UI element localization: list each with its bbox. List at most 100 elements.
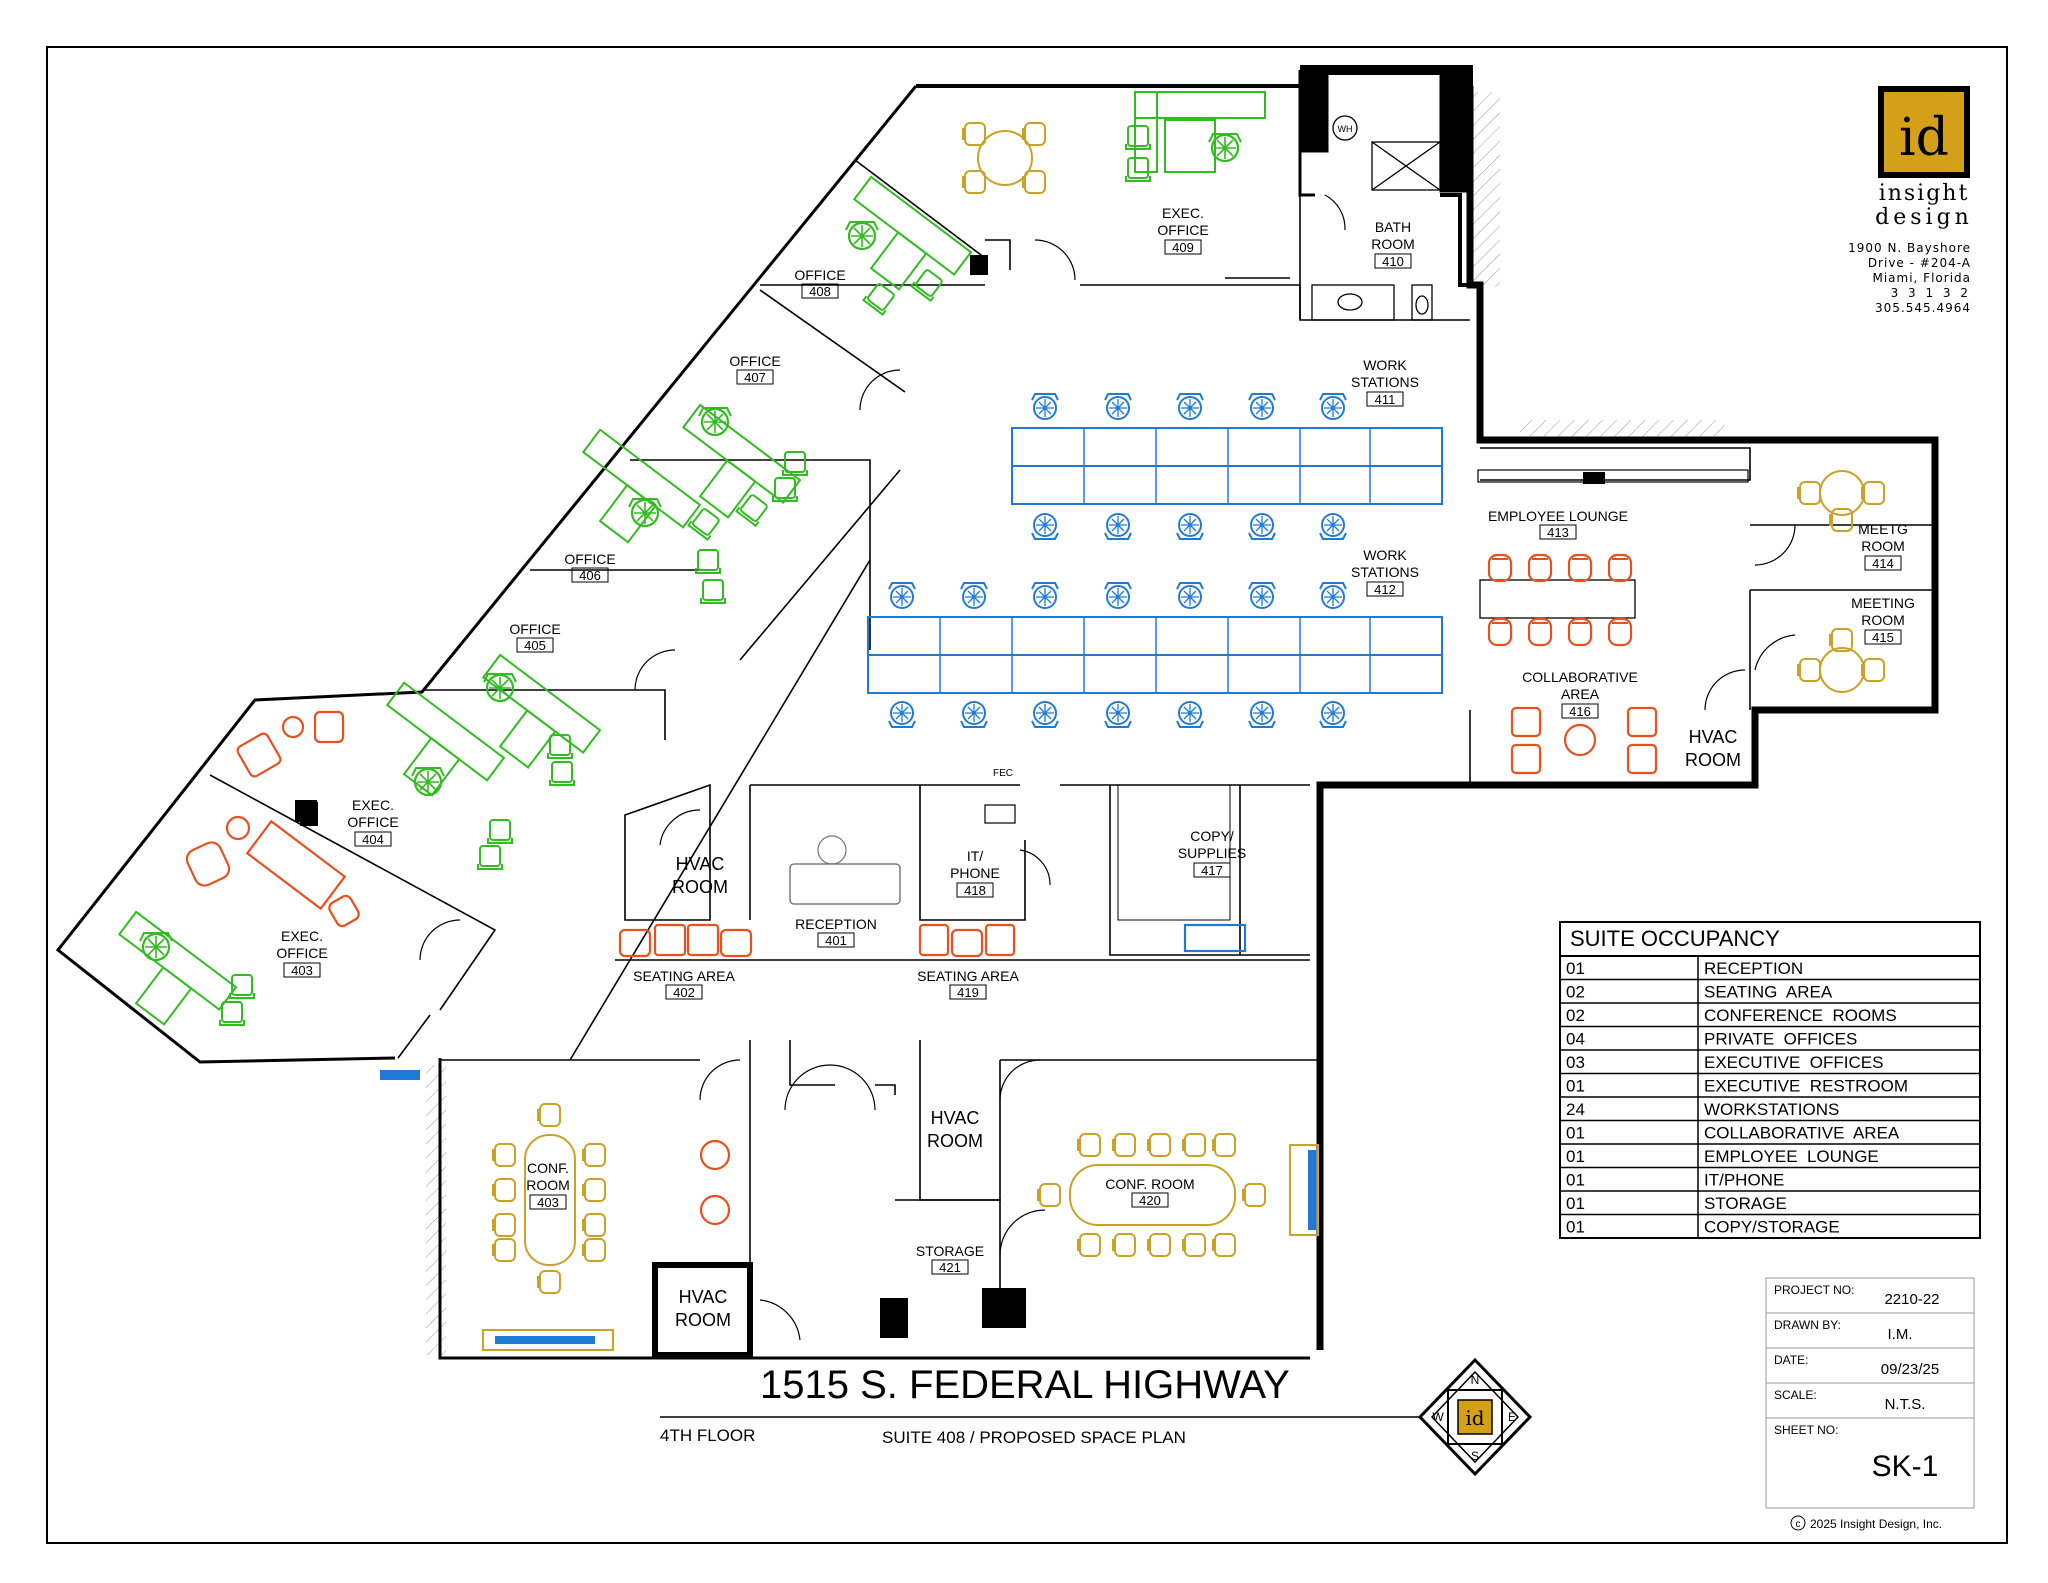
room-414-name2: ROOM (1861, 538, 1905, 554)
lounge-furniture (1477, 469, 1749, 775)
title-block: PROJECT NO: 2210-22 DRAWN BY: I.M. DATE:… (1765, 1277, 1975, 1531)
insight-design-logo: id insight design 1900 N. Bayshore Drive… (1848, 86, 1973, 315)
compass-mark: id (1465, 1406, 1484, 1430)
conf-403-furniture (482, 1103, 731, 1351)
column (880, 1298, 908, 1338)
room-416-num: 416 (1569, 704, 1591, 719)
room-406-num: 406 (579, 568, 601, 583)
meeting-room-furniture (1797, 470, 1885, 693)
occupancy-qty: 03 (1566, 1053, 1585, 1072)
room-403b-name1: CONF. (527, 1160, 569, 1176)
room-415-num: 415 (1872, 630, 1894, 645)
room-413-num: 413 (1547, 525, 1569, 540)
room-415-name2: ROOM (1861, 612, 1905, 628)
compass-w: W (1432, 1410, 1444, 1424)
occupancy-qty: 24 (1566, 1100, 1585, 1119)
address-line-5: 305.545.4964 (1875, 301, 1971, 315)
sheet-no-value: SK-1 (1872, 1450, 1939, 1483)
sheet-no-label: SHEET NO: (1774, 1423, 1838, 1437)
office-405-furniture (385, 653, 602, 797)
room-417-name2: SUPPLIES (1178, 845, 1246, 861)
interior-walls (209, 159, 1935, 1358)
address-line-4: 3 3 1 3 2 (1891, 286, 1971, 300)
logo-mark: id (1899, 108, 1949, 168)
column (970, 255, 988, 275)
room-419-name: SEATING AREA (917, 968, 1019, 984)
occupancy-desc: COLLABORATIVE AREA (1704, 1124, 1900, 1143)
occupancy-qty: 01 (1566, 1171, 1585, 1190)
room-411-num: 411 (1375, 392, 1396, 407)
drawn-by-value: I.M. (1888, 1326, 1913, 1343)
logo-line1: insight (1879, 181, 1970, 206)
compass-n: N (1471, 1373, 1480, 1387)
occupancy-desc: STORAGE (1704, 1194, 1787, 1213)
date-label: DATE: (1774, 1353, 1808, 1367)
compass-e: E (1508, 1410, 1516, 1424)
room-418-name1: IT/ (967, 848, 983, 864)
fec-label: FEC (993, 768, 1013, 779)
project-no-value: 2210-22 (1884, 1291, 1939, 1308)
occupancy-qty: 01 (1566, 1147, 1585, 1166)
room-417-name1: COPY/ (1190, 828, 1234, 844)
room-420-num: 420 (1139, 1193, 1161, 1208)
occupancy-desc: EMPLOYEE LOUNGE (1704, 1147, 1879, 1166)
room-411-name2: STATIONS (1351, 374, 1419, 390)
room-404-num: 404 (362, 832, 384, 847)
office-408-furniture (852, 175, 973, 316)
room-409-num: 409 (1172, 240, 1194, 255)
compass: id N S E W (1417, 1357, 1533, 1477)
exec-office-404-furniture (236, 710, 345, 822)
occupancy-desc: CONFERENCE ROOMS (1704, 1006, 1897, 1025)
page-border (46, 46, 2008, 1544)
room-410-name1: BATH (1375, 219, 1411, 235)
exterior-hatch (426, 1065, 446, 1355)
room-414-num: 414 (1872, 556, 1894, 571)
room-403b-name2: ROOM (526, 1177, 570, 1193)
copy-room-counter (1117, 785, 1231, 921)
room-403a-num: 403 (291, 963, 313, 978)
room-403a-name1: EXEC. (281, 928, 323, 944)
conf-420-furniture (1037, 1133, 1319, 1257)
room-421-name: STORAGE (916, 1243, 984, 1259)
room-417-num: 417 (1201, 863, 1223, 878)
workstations-412 (867, 582, 1443, 728)
floor-label: 4TH FLOOR (660, 1426, 755, 1445)
room-411-name1: WORK (1363, 357, 1407, 373)
scale-value: N.T.S. (1885, 1396, 1926, 1413)
water-heater-label: WH (1338, 124, 1353, 134)
room-409-name2: OFFICE (1157, 222, 1208, 238)
exterior-hatch (1472, 92, 1500, 287)
occupancy-desc: WORKSTATIONS (1704, 1100, 1839, 1119)
plan-subtitle: SUITE 408 / PROPOSED SPACE PLAN (882, 1428, 1186, 1447)
room-404-name2: OFFICE (347, 814, 398, 830)
occupancy-desc: IT/PHONE (1704, 1171, 1784, 1190)
room-413-name: EMPLOYEE LOUNGE (1488, 508, 1628, 524)
occupancy-qty: 01 (1566, 959, 1585, 978)
occupancy-desc: SEATING AREA (1704, 983, 1833, 1002)
hvac-room-reception-l2: ROOM (672, 877, 728, 897)
room-406-name: OFFICE (564, 551, 615, 567)
occupancy-title: SUITE OCCUPANCY (1570, 926, 1780, 951)
room-415-name1: MEETING (1851, 595, 1915, 611)
date-value: 09/23/25 (1881, 1361, 1939, 1378)
drawing-title: 1515 S. FEDERAL HIGHWAY 4TH FLOOR SUITE … (660, 1363, 1425, 1447)
hvac-room-reception-l1: HVAC (676, 854, 725, 874)
occupancy-qty: 01 (1566, 1194, 1585, 1213)
reception-furniture (380, 804, 1247, 1080)
occupancy-desc: PRIVATE OFFICES (1704, 1030, 1857, 1049)
room-408-name: OFFICE (794, 267, 845, 283)
room-412-name1: WORK (1363, 547, 1407, 563)
room-410-num: 410 (1382, 254, 1404, 269)
logo-line2: design (1875, 205, 1973, 230)
compass-s: S (1471, 1449, 1479, 1463)
hvac-room-corner-l2: ROOM (675, 1310, 731, 1330)
hvac-room-lounge-l2: ROOM (1685, 750, 1741, 770)
room-420-name: CONF. ROOM (1105, 1176, 1194, 1192)
hvac-room-core-l2: ROOM (927, 1131, 983, 1151)
drawn-by-label: DRAWN BY: (1774, 1318, 1841, 1332)
room-402-name: SEATING AREA (633, 968, 735, 984)
address-title: 1515 S. FEDERAL HIGHWAY (760, 1363, 1290, 1407)
workstations-411 (1011, 393, 1443, 540)
occupancy-desc: EXECUTIVE RESTROOM (1704, 1077, 1908, 1096)
